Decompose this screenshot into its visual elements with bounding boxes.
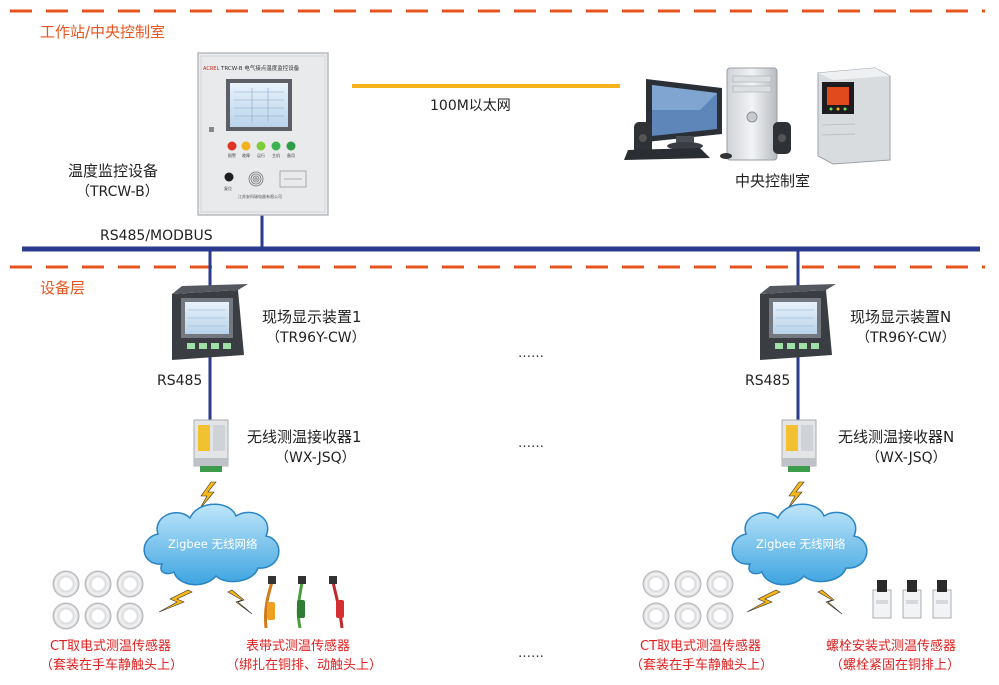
indicator-label: 报警 [228, 152, 236, 158]
host-indicator [271, 141, 281, 151]
reset-label: 复位 [224, 185, 232, 191]
reset-knob [224, 172, 234, 182]
wireless-signal-icon [746, 589, 781, 613]
indicator-label: 主机 [272, 152, 280, 158]
wireless-signal-icon [227, 589, 253, 615]
buzzer-icon [248, 171, 264, 187]
left-field-display [172, 284, 248, 360]
left-sensor-a-name: CT取电式测温传感器 [50, 638, 171, 654]
wireless-signal-icon [158, 589, 193, 613]
monitor-panel-title: TRCW-B 电气接点温度监控设备 [220, 64, 300, 72]
right-sensor-b-name: 螺栓安装式测温传感器 [826, 638, 956, 654]
left-display-model: （TR96Y-CW） [266, 330, 366, 346]
right-sensor-b-note: （螺栓紧固在铜排上） [830, 658, 960, 673]
left-receiver-name: 无线测温接收器1 [247, 428, 362, 446]
indicator-label: 运行 [257, 152, 265, 158]
indicator-label: 故障 [242, 152, 250, 158]
left-receiver-model: （WX-JSQ） [275, 450, 356, 466]
right-display-model: （TR96Y-CW） [856, 330, 956, 346]
left-wireless-receiver [193, 419, 229, 472]
indicator-label: 备用 [287, 152, 295, 158]
right-rs485-label: RS485 [745, 373, 790, 389]
right-sensor-a-note: （套装在手车静触头上） [630, 657, 773, 673]
left-ct-sensors [52, 570, 144, 630]
section-title-top: 工作站/中央控制室 [40, 23, 165, 41]
right-receiver-model: （WX-JSQ） [866, 450, 947, 466]
ethernet-label: 100M以太网 [430, 98, 511, 114]
right-zigbee-cloud [731, 503, 868, 586]
left-strap-sensors [264, 576, 344, 629]
monitor-brand: 江苏安科瑞电器有限公司 [238, 193, 282, 199]
control-room-label: 中央控制室 [735, 172, 810, 190]
right-ct-sensors [642, 570, 734, 630]
device-logo-text: ACREL [203, 66, 219, 72]
backup-indicator [286, 141, 296, 151]
left-sensor-b-note: （绑扎在铜排、动触头上） [226, 658, 382, 673]
temperature-monitor-device: ACREL TRCW-B 电气接点温度监控设备 报警 故障 运行 主机 备用 复… [197, 52, 329, 216]
ellipsis-display: …… [518, 346, 544, 361]
right-display-name: 现场显示装置N [850, 308, 951, 326]
left-cloud-label: Zigbee 无线网络 [168, 537, 258, 551]
run-indicator [256, 141, 266, 151]
wireless-signal-icon [786, 481, 805, 511]
left-display-name: 现场显示装置1 [262, 308, 362, 326]
bus-label: RS485/MODBUS [100, 228, 213, 244]
card-slot [279, 170, 307, 188]
section-title-device: 设备层 [40, 279, 85, 297]
right-wireless-receiver [781, 419, 817, 472]
right-receiver-name: 无线测温接收器N [838, 428, 954, 446]
ellipsis-receiver: …… [518, 436, 544, 451]
monitor-name: 温度监控设备 [68, 162, 158, 180]
fault-indicator [241, 141, 251, 151]
computer-icon [624, 67, 791, 161]
wireless-signal-icon [198, 481, 217, 511]
ups-icon [817, 67, 891, 165]
alarm-indicator [227, 141, 237, 151]
right-field-display [760, 284, 836, 360]
left-sensor-b-name: 表带式测温传感器 [246, 638, 350, 654]
wireless-signal-icon [817, 589, 843, 615]
monitor-model: （TRCW-B） [76, 184, 159, 200]
left-sensor-a-note: （套装在手车静触头上） [40, 657, 183, 673]
right-cloud-label: Zigbee 无线网络 [756, 537, 846, 551]
right-sensor-a-name: CT取电式测温传感器 [640, 638, 761, 654]
ellipsis-sensor: …… [518, 646, 544, 661]
right-bolt-sensors [872, 580, 952, 619]
left-rs485-label: RS485 [157, 373, 202, 389]
left-zigbee-cloud [143, 503, 280, 586]
